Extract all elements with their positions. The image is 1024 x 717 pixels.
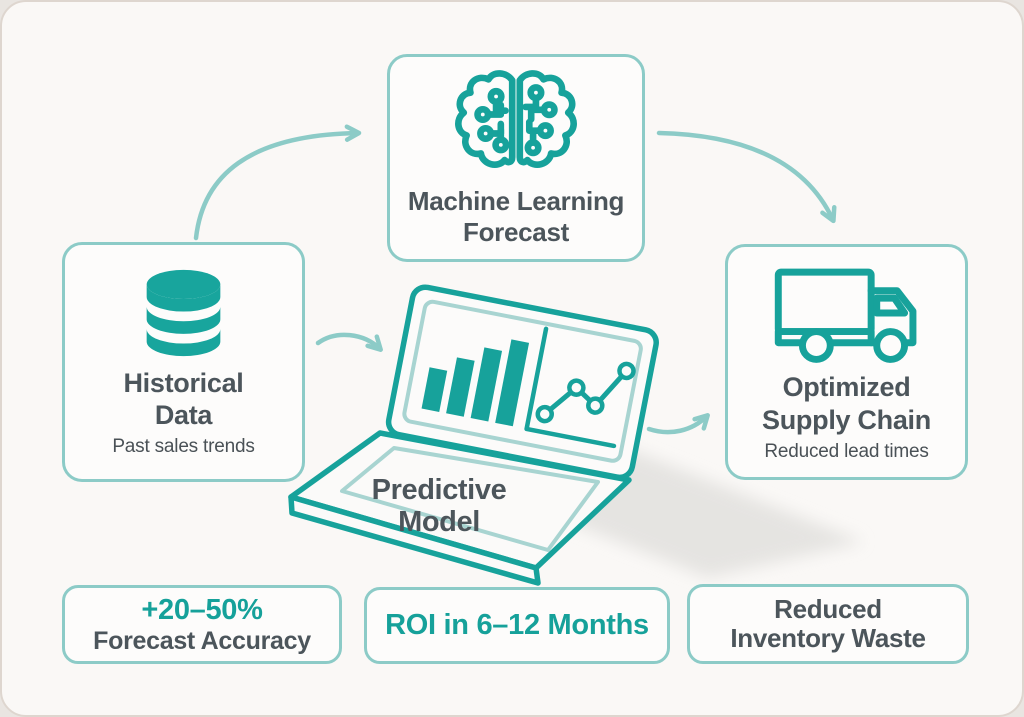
arrow-laptop-to-supply-chain [646,413,710,435]
node-subtitle: Past sales trends [112,436,255,458]
laptop-label-line2: Model [398,506,480,539]
node-title-line2: Supply Chain [762,404,931,435]
node-title-line1: Machine Learning [407,185,625,216]
metric-label-line1: Reduced [774,593,882,624]
arrow-historical-to-ml [193,124,362,241]
metric-value: ROI in 6–12 Months [385,609,649,642]
laptop-screen-inner [402,299,643,463]
node-subtitle: Reduced lead times [764,440,929,462]
node-title: Optimized Supply Chain [762,371,931,436]
brain-circuit-icon [455,69,577,168]
metric-inventory-waste: Reduced Inventory Waste [687,584,969,664]
laptop-analytics-illustration [288,284,864,586]
node-optimized-supply-chain: Optimized Supply Chain Reduced lead time… [725,244,968,480]
laptop-label-line1: Predictive [371,474,507,506]
truck-icon [774,268,916,364]
arrow-ml-to-supply-chain [656,130,837,224]
node-title-line1: Optimized [782,372,911,403]
metric-roi: ROI in 6–12 Months [364,587,670,664]
node-machine-learning-forecast: Machine Learning Forecast [387,54,645,262]
laptop-shadow [558,446,864,578]
laptop-base-edge [288,494,541,586]
arrow-historical-to-laptop [315,332,383,352]
metric-label-line2: Inventory Waste [730,623,926,653]
node-title-line2: Data [154,400,213,430]
metric-value: +20–50% [141,594,263,627]
metric-forecast-accuracy: +20–50% Forecast Accuracy [62,585,342,664]
node-historical-data: Historical Data Past sales trends [62,242,305,482]
line-chart-icon [524,326,636,449]
node-title-line2: Forecast [463,217,569,247]
node-title: Machine Learning Forecast [407,185,625,248]
database-icon [146,269,221,356]
node-title-line1: Historical [123,367,244,398]
bar-chart-icon [421,339,530,427]
metric-label: Reduced Inventory Waste [730,593,926,653]
laptop-deck-inset [340,446,600,552]
metric-label: Forecast Accuracy [93,626,311,655]
node-title: Historical Data [123,367,243,432]
node-predictive-model: Predictive Model [314,474,564,539]
